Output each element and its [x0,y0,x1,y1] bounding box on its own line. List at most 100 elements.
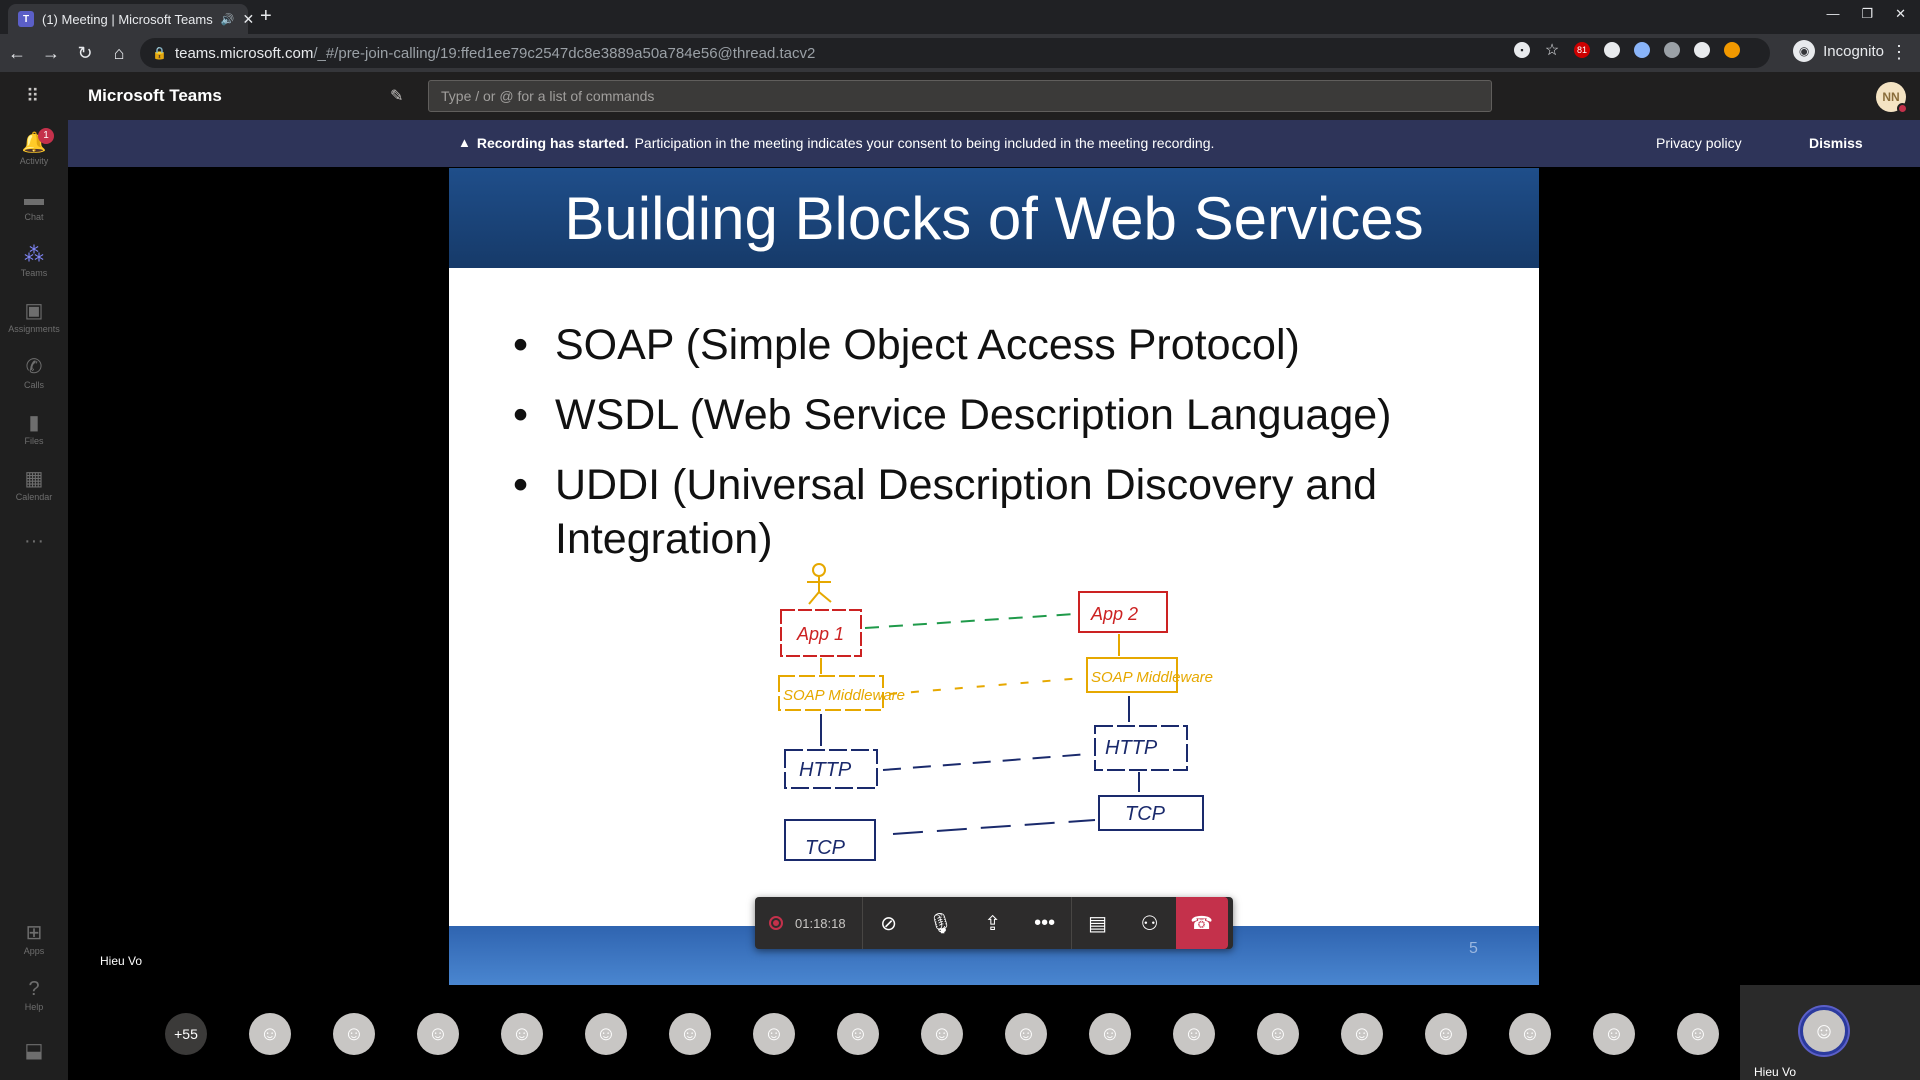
bullet-item: WSDL (Web Service Description Language) [513,388,1473,442]
participant-avatar[interactable]: ☺ [1173,1013,1215,1055]
close-window-icon[interactable]: ✕ [1895,6,1906,21]
window-controls: — ❐ ✕ [1826,6,1906,22]
rail-item-help[interactable]: ? Help [0,976,68,1012]
rail-item-apps[interactable]: ⊞ Apps [0,920,68,956]
participants-icon[interactable]: ⚇ [1140,912,1159,935]
participant-avatar[interactable]: ☺ [333,1013,375,1055]
rail-item-teams[interactable]: ⁂ Teams [0,242,68,278]
extension-icon[interactable] [1724,42,1740,58]
http-link-arrow [882,753,1090,771]
rail-item-activity[interactable]: 🔔 1 Activity [0,128,68,166]
presenter-name: Hieu Vo [100,954,143,968]
url-host: teams.microsoft.com [174,44,314,62]
extension-icon[interactable] [1694,42,1710,58]
participant-avatar[interactable]: ☺ [753,1013,795,1055]
soap2-box [1086,657,1178,693]
mic-muted-icon[interactable]: 🎙 [927,912,954,935]
rail-label: Files [24,436,44,446]
rail-item-assignments[interactable]: ▣ Assignments [0,298,68,334]
ublock-icon[interactable]: 81 [1574,42,1590,58]
rail-label: Assignments [8,324,60,334]
speaker-icon[interactable]: 🔊 [220,13,235,26]
forward-icon[interactable]: → [42,42,60,63]
reload-icon[interactable]: ↻ [77,42,93,63]
camera-blocked-icon[interactable]: ▪ [1514,42,1530,58]
slide-bullets: SOAP (Simple Object Access Protocol) WSD… [513,318,1473,582]
participant-avatar[interactable]: ☺ [249,1013,291,1055]
new-tab-button[interactable]: + [260,5,272,27]
self-video-tile[interactable]: ☺ Hieu Vo [1740,985,1920,1080]
app-launcher-icon[interactable]: ⠿ [26,86,40,106]
soap1-label: SOAP Middleware [783,687,905,704]
bell-icon: 🔔 [21,132,47,154]
participant-avatar[interactable]: ☺ [1677,1013,1719,1055]
app1-box [780,609,862,657]
banner-title: Recording has started. [476,135,629,151]
participant-avatar[interactable]: ☺ [837,1013,879,1055]
camera-off-icon[interactable]: ⊘ [880,912,897,935]
rail-item-files[interactable]: ▮ Files [0,410,68,446]
rail-item-chat[interactable]: ▬ Chat [0,186,68,222]
participant-avatar[interactable]: ☺ [921,1013,963,1055]
minimize-icon[interactable]: — [1826,6,1840,21]
app1-label: App 1 [796,624,844,644]
chat-icon[interactable]: ▤ [1088,912,1108,935]
recording-banner: ▲ Recording has started. Participation i… [68,120,1920,167]
recording-timer: 01:18:18 [755,897,863,949]
extension-icon[interactable] [1634,42,1650,58]
more-actions-icon[interactable]: ••• [1034,911,1056,934]
participant-avatar[interactable]: ☺ [417,1013,459,1055]
restore-icon[interactable]: ❐ [1861,6,1874,21]
participant-avatar[interactable]: ☺ [1089,1013,1131,1055]
participant-avatar[interactable]: ☺ [1509,1013,1551,1055]
url-path: /_#/pre-join-calling/19:ffed1ee79c2547dc… [313,44,816,62]
participant-avatar[interactable]: ☺ [1257,1013,1299,1055]
extension-icon[interactable] [1664,42,1680,58]
participant-avatar[interactable]: ☺ [669,1013,711,1055]
slide-number: 5 [1469,940,1478,957]
url-bar[interactable]: 🔒 teams.microsoft.com/_#/pre-join-callin… [140,38,1770,68]
dismiss-button[interactable]: Dismiss [1809,135,1863,151]
rail-label: Chat [24,212,44,222]
home-icon[interactable]: ⌂ [113,42,125,63]
new-chat-icon[interactable]: ✎ [390,88,404,105]
command-box[interactable]: Type / or @ for a list of commands [428,80,1492,112]
participant-avatar[interactable]: ☺ [1005,1013,1047,1055]
soap1-box [778,675,884,711]
back-icon[interactable]: ← [8,42,26,63]
more-apps-icon[interactable]: ··· [24,530,44,552]
rail-item-calls[interactable]: ✆ Calls [0,354,68,390]
rail-label: Teams [20,268,48,278]
privacy-policy-link[interactable]: Privacy policy [1656,135,1742,151]
shared-slide: Building Blocks of Web Services SOAP (Si… [449,168,1539,985]
participant-avatar[interactable]: ☺ [501,1013,543,1055]
apps-icon: ⊞ [25,922,43,944]
share-screen-icon[interactable]: ⇪ [984,912,1001,935]
extension-icon[interactable] [1604,42,1620,58]
app2-label: App 2 [1090,604,1138,624]
user-avatar[interactable]: NN [1876,82,1908,114]
rail-item-calendar[interactable]: ▦ Calendar [0,466,68,502]
teams-icon: ⁂ [24,244,44,266]
incognito-label: Incognito [1823,42,1884,60]
star-icon[interactable]: ☆ [1544,42,1560,59]
close-tab-icon[interactable]: ✕ [242,10,255,27]
participant-avatar[interactable]: ☺ [1425,1013,1467,1055]
download-app-icon[interactable]: ⬓ [24,1040,44,1062]
phone-icon: ✆ [25,356,43,378]
participant-roster: +55 ☺ ☺ ☺ ☺ ☺ ☺ ☺ ☺ ☺ ☺ ☺ ☺ ☺ ☺ ☺ ☺ ☺ ☺ … [68,985,1920,1080]
rail-label: Calls [23,380,44,390]
hang-up-button[interactable]: ☎ [1175,897,1228,949]
avatar-initials: NN [1882,90,1900,104]
overflow-participants-button[interactable]: +55 [165,1013,207,1055]
user-figure-icon [807,563,832,605]
participant-avatar[interactable]: ☺ [585,1013,627,1055]
participant-avatar[interactable]: ☺ [1593,1013,1635,1055]
browser-tab[interactable]: T (1) Meeting | Microsoft Teams 🔊 ✕ [8,4,254,34]
timer-text: 01:18:18 [795,915,846,931]
incognito-indicator[interactable]: ◉ Incognito [1793,40,1884,62]
participant-avatar[interactable]: ☺ [1341,1013,1383,1055]
app-name: Microsoft Teams [88,86,222,105]
browser-menu-icon[interactable]: ⋮ [1890,42,1908,62]
rail-label: Calendar [15,492,53,502]
